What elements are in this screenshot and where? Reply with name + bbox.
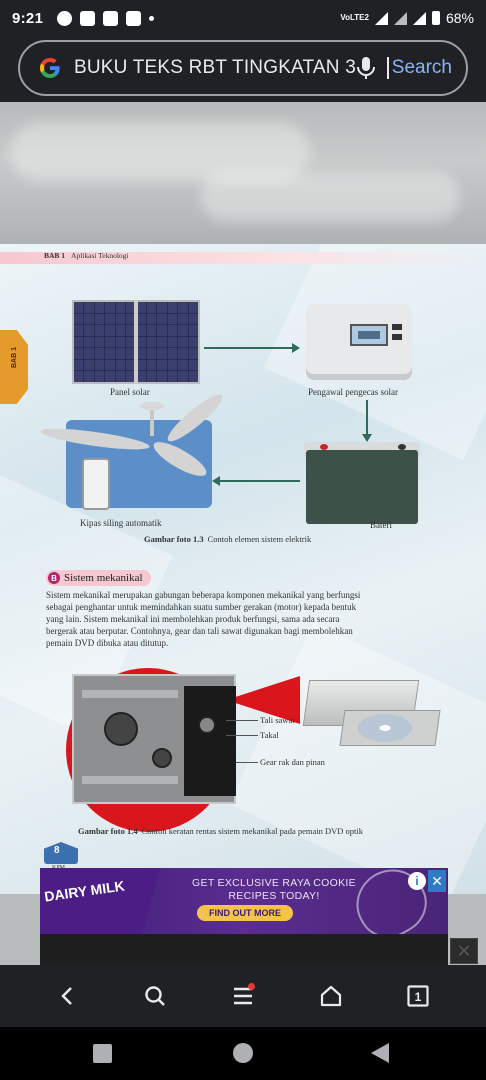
back-button[interactable] [48,976,88,1016]
battery-image [306,450,418,524]
textbook-page: BAB 1 Aplikasi Teknologi BAB 1 Panel sola… [0,244,486,894]
google-logo-icon [40,58,60,78]
search-bar[interactable]: BUKU TEKS RBT TINGKATAN 3 Search [18,40,468,96]
more-notifications-icon [149,15,155,21]
section-heading: B Sistem mekanikal [46,570,151,586]
battery-label: Bateri [370,520,392,530]
home-circle-icon[interactable] [233,1043,253,1063]
arrow-panel-to-controller [204,343,300,353]
ad-banner[interactable]: DAIRY MILK GET EXCLUSIVE RAYA COOKIE REC… [40,868,448,934]
wifi-signal-icon [374,11,388,25]
ad-headline-line-2: RECIPES TODAY! [228,890,320,902]
dvd-drive-image [302,680,441,750]
ad-brand-logo [40,868,160,934]
microphone-icon[interactable] [355,55,377,81]
search-query-text[interactable]: BUKU TEKS RBT TINGKATAN 3 [74,57,355,78]
search-tab-button[interactable] [135,976,175,1016]
section-title: Sistem mekanikal [64,572,143,584]
controller-label: Pengawal pengecas solar [308,387,398,397]
android-navigation-bar [0,1027,486,1080]
ad-headline: GET EXCLUSIVE RAYA COOKIE RECIPES TODAY! [184,877,364,903]
browser-toolbar: 1 [0,965,486,1027]
rack-pinion-label: Gear rak dan pinan [260,757,325,767]
app-notification-icon [57,10,73,26]
screenshot-notification-icon [80,10,96,26]
status-bar: 9:21 VoLTE2 68% [0,0,486,36]
arrow-controller-to-battery [362,400,372,442]
search-icon [145,986,166,1006]
tabs-button[interactable]: 1 [398,976,438,1016]
network-type-label: VoLTE2 [340,13,369,22]
belt-leader-line [226,720,258,721]
tab-switcher-icon: 1 [407,985,429,1007]
kpm-book-icon [44,842,78,864]
home-button[interactable] [311,976,351,1016]
chapter-number: BAB 1 [44,251,66,260]
pulley-leader-line [226,735,258,736]
ad-footer-strip [40,934,448,965]
rack-pinion-leader-line [236,762,258,763]
pulley-label: Takal [260,730,279,740]
ad-cta-button[interactable]: FIND OUT MORE [197,905,293,921]
document-viewer[interactable]: BAB 1 Aplikasi Teknologi BAB 1 Panel sola… [0,102,486,965]
figure-1-4-number: Gambar foto 1.4 [78,826,138,836]
battery-positive-terminal [320,444,328,450]
chapter-header: BAB 1 Aplikasi Teknologi [44,251,129,260]
body-line: bergerak atau berputar. Contohnya, gear … [46,626,353,636]
figure-1-3-text: Contoh elemen sistem elektrik [207,534,312,544]
recent-apps-icon[interactable] [93,1044,112,1063]
battery-icon [431,11,440,25]
mail-notification-icon [126,10,142,26]
status-time: 9:21 [12,9,44,27]
fan-stem [150,404,154,436]
cell-signal-2-icon [412,11,426,25]
page-number: 8 [54,845,60,856]
ad-close-icon[interactable]: ✕ [428,870,446,892]
solar-charge-controller-image [306,304,412,380]
body-line: yang lain. Sistem mekanikal ini memboleh… [46,614,340,624]
figure-1-4-text: Contoh keratan rentas sistem mekanikal p… [141,826,363,836]
fan-label: Kipas siling automatik [80,518,162,528]
dvd-mechanism-image [72,674,236,804]
instagram-notification-icon [103,10,119,26]
ad-info-icon[interactable]: i [408,872,426,890]
solar-panel-divider [134,300,138,384]
tab-count: 1 [415,990,422,1004]
section-letter-badge: B [48,572,60,584]
back-triangle-icon[interactable] [371,1043,389,1063]
chapter-header-bar [0,252,486,264]
ad-headline-line-1: GET EXCLUSIVE RAYA COOKIE [192,877,356,889]
chapter-title: Aplikasi Teknologi [71,251,129,260]
previous-page-blur [0,102,486,244]
menu-button[interactable] [223,976,263,1016]
body-line: pemain DVD dibuka atau ditutup. [46,638,169,648]
battery-percent: 68% [445,10,474,26]
search-button[interactable]: Search [386,57,452,79]
menu-notification-dot [247,983,255,990]
body-line: sebagai penghantar untuk memindahkan sua… [46,602,357,612]
search-area: BUKU TEKS RBT TINGKATAN 3 Search [0,36,486,102]
section-body: Sistem mekanikal merupakan gabungan bebe… [46,589,430,649]
battery-negative-terminal [398,444,406,450]
solar-panel-label: Panel solar [110,387,150,397]
back-arrow-icon [61,987,72,1005]
figure-1-3-number: Gambar foto 1.3 [144,534,204,544]
smartphone-image [82,458,110,510]
dismiss-close-icon[interactable]: ✕ [450,938,478,964]
chapter-side-tab [0,330,28,404]
belt-label: Tali sawat [260,715,295,725]
cell-signal-1-icon [393,11,407,25]
arrow-battery-to-fan [212,476,300,486]
chapter-side-tab-label: BAB 1 [11,346,19,369]
body-line: Sistem mekanikal merupakan gabungan bebe… [46,590,361,600]
fan-ceiling-cap [140,402,164,410]
home-icon [320,985,341,1007]
